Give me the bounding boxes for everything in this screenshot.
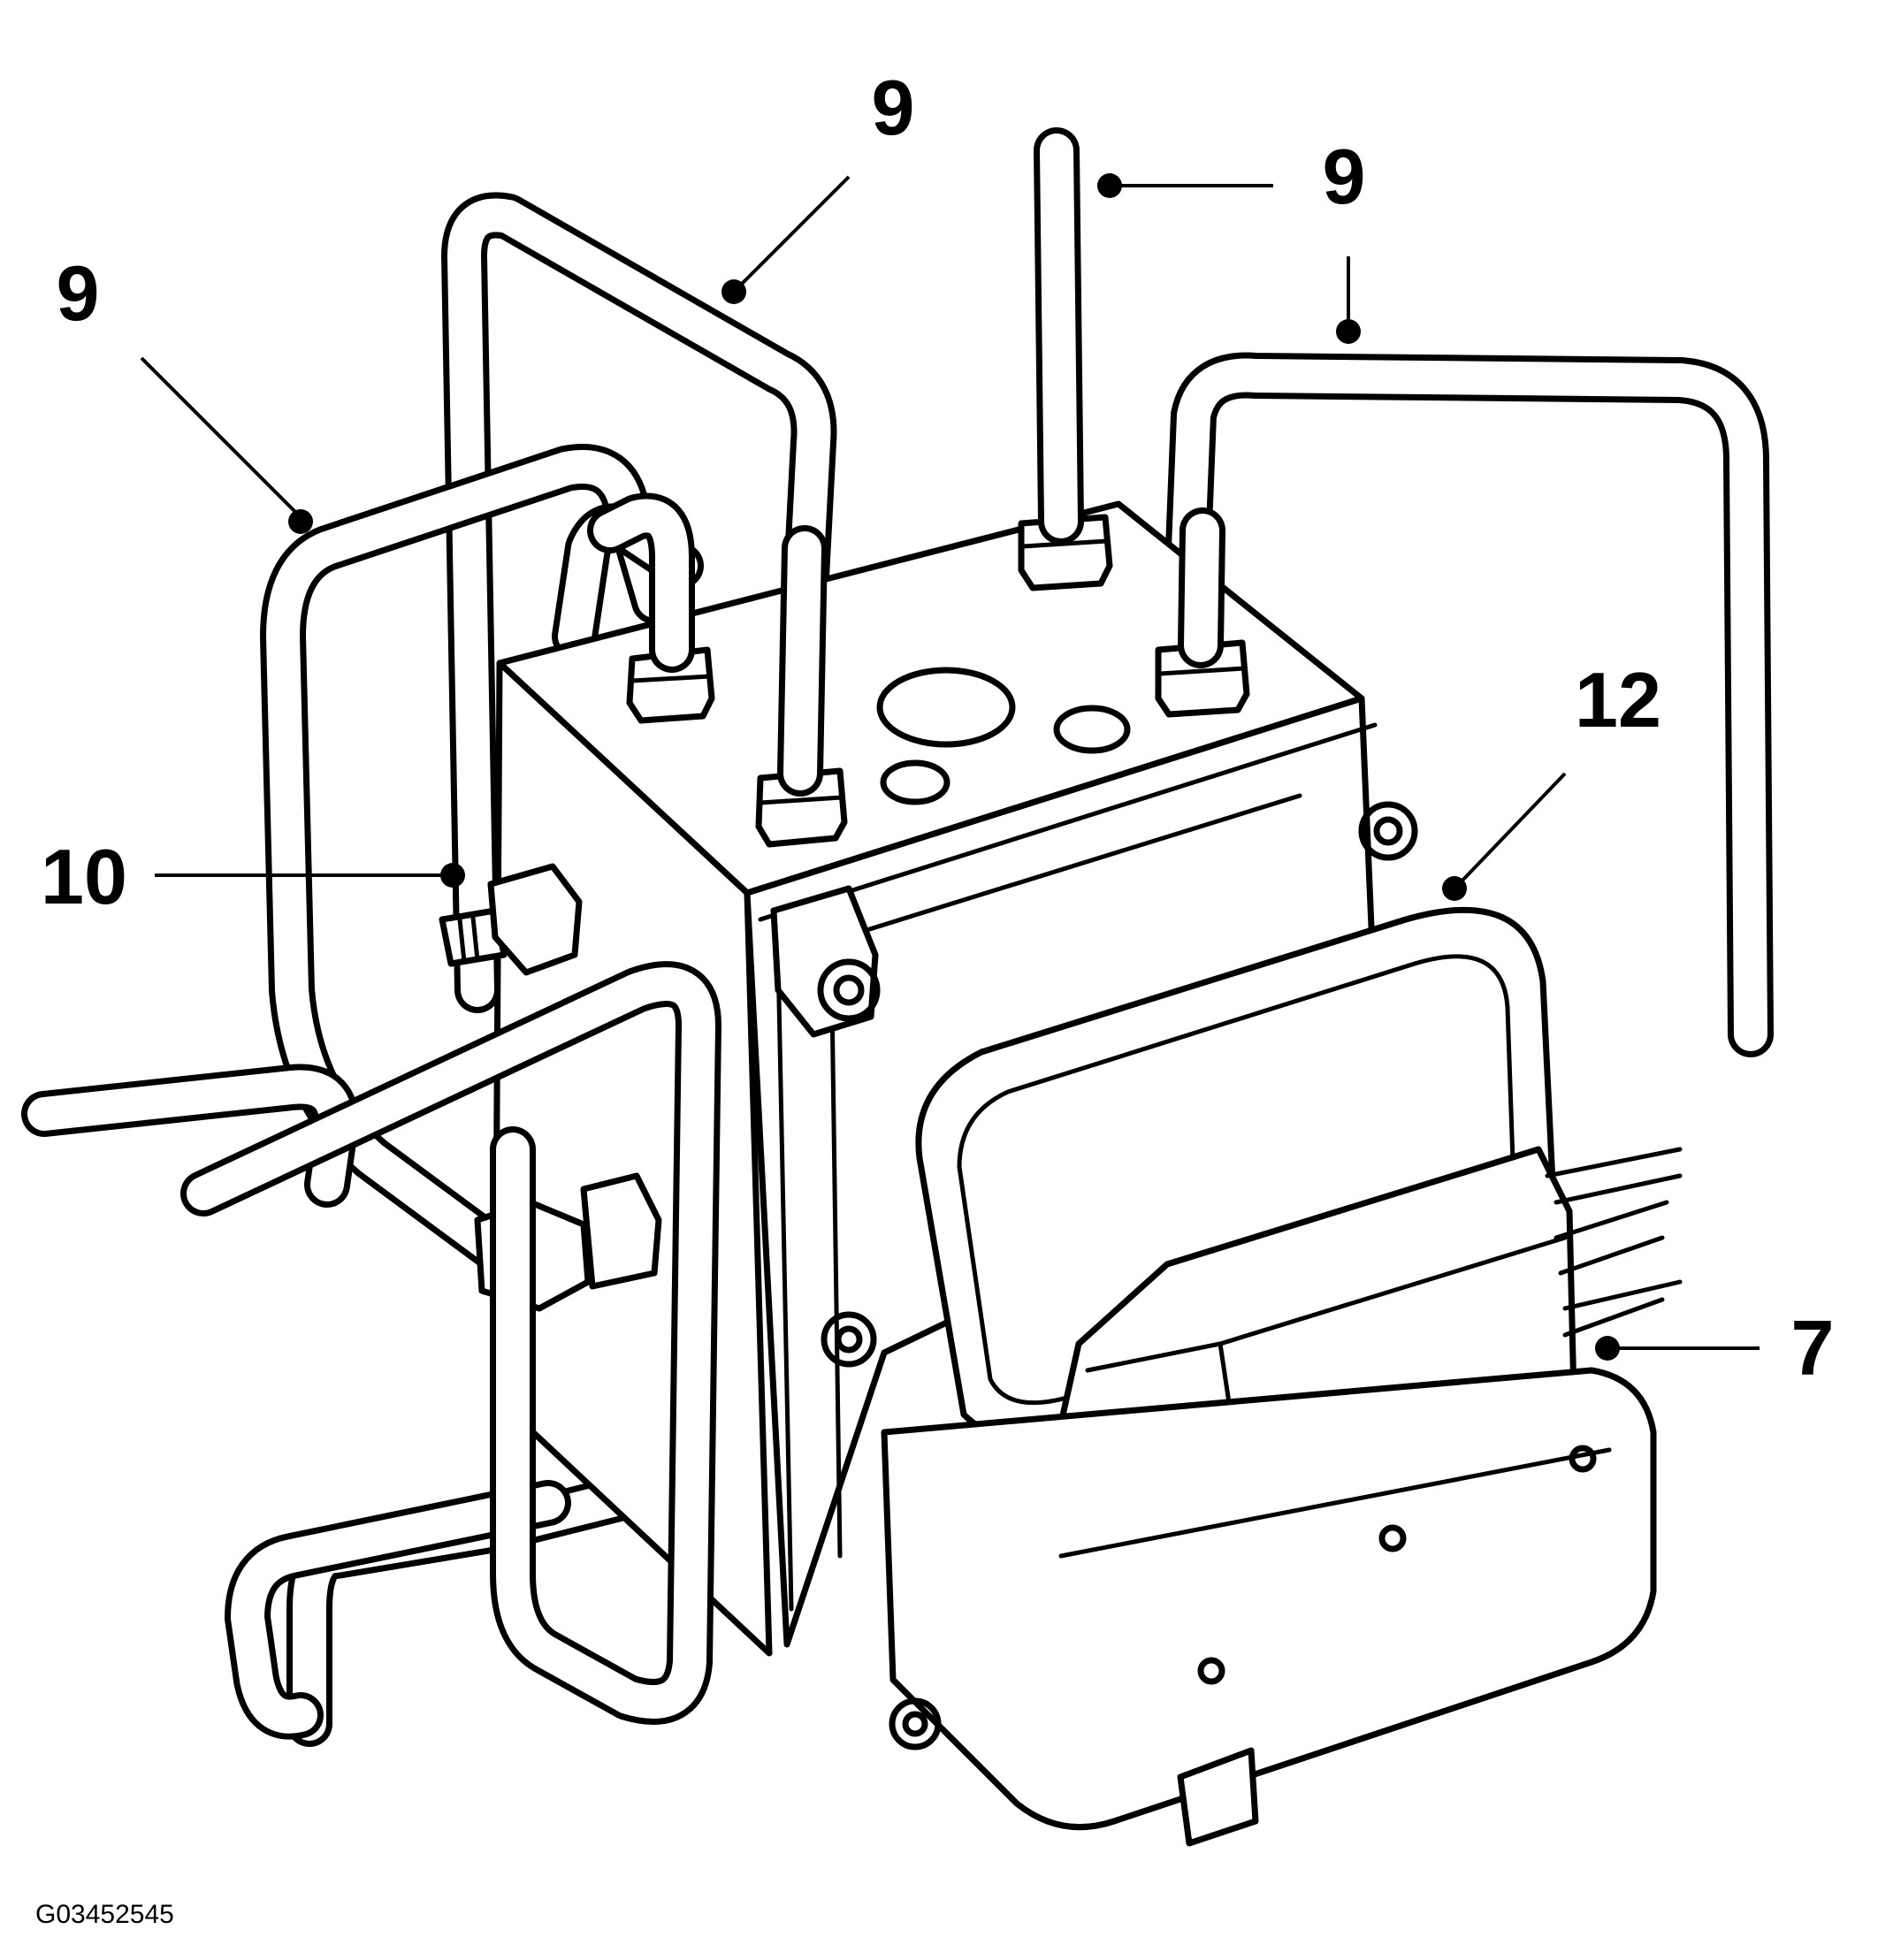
leader-dot [1336,319,1361,344]
callout-harness-connector: 7 [1595,1304,1834,1392]
fitting-4 [1155,639,1250,718]
callout-brake-line-top-center: 9 [1097,133,1365,220]
front-brake-lines [180,492,1225,1725]
leader-dot [721,279,746,304]
port-fittings [626,127,1250,848]
callout-label: 9 [57,249,100,337]
leader-dot [440,863,465,888]
leader-dot [288,509,313,534]
leader-dot [1595,1336,1620,1361]
callout-label: 9 [872,64,915,151]
callout-label: 10 [41,833,127,920]
callout-label: 7 [1791,1304,1835,1392]
rear-brake-lines [21,192,1774,1747]
callout-brake-line-right [1336,256,1361,344]
callout-brake-line-top-left: 9 [721,64,914,304]
figure-id-label: G03452545 [35,1900,174,1929]
leader-dot [1442,876,1467,901]
callout-mounting-bolt: 10 [41,833,465,920]
threaded-stud [439,863,583,976]
wiring-harness [1545,1147,1683,1338]
leader-dot [1097,173,1122,198]
fitting-1 [626,646,715,724]
callout-brake-line-left: 9 [57,249,313,534]
callout-label: 9 [1323,133,1366,220]
electronic-control-module [881,906,1657,1847]
fitting-2 [755,767,848,848]
callout-module-housing: 12 [1442,656,1661,901]
callout-label: 12 [1575,656,1661,744]
